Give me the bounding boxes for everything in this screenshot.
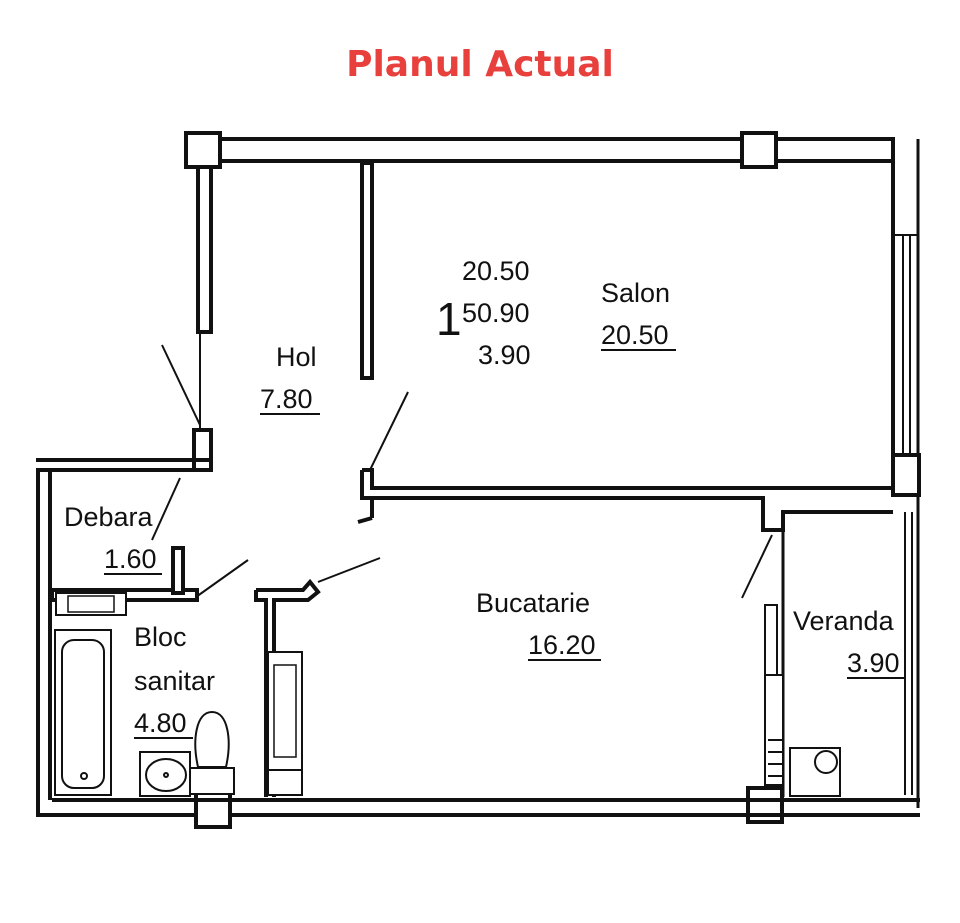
unit-value-3: 3.90 — [478, 340, 531, 370]
veranda-walls — [764, 495, 920, 808]
room-name: Hol — [276, 342, 317, 372]
room-area: 20.50 — [601, 320, 669, 350]
room-area: 4.80 — [134, 708, 187, 738]
pillar-right — [891, 453, 921, 497]
veranda-steps-icon — [768, 739, 783, 777]
room-bloc-sanitar: Bloc sanitar 4.80 — [134, 622, 215, 739]
plan-title: Planul Actual — [346, 44, 614, 85]
room-area: 7.80 — [260, 384, 313, 414]
room-veranda: Veranda 3.90 — [793, 606, 904, 679]
room-area: 3.90 — [847, 648, 900, 678]
unit-summary: 1 20.50 50.90 3.90 — [436, 256, 531, 370]
bath-kitchen-wall — [254, 578, 321, 797]
hol-salon-partition — [360, 161, 374, 380]
salon-kitchen-wall — [357, 468, 893, 532]
room-name: Debara — [64, 502, 154, 532]
toilet-icon — [189, 710, 235, 795]
room-name: Bucatarie — [476, 588, 590, 618]
room-area: 16.20 — [528, 630, 596, 660]
top-wall — [201, 137, 895, 163]
room-name-line2: sanitar — [134, 666, 215, 696]
sink-icon — [139, 751, 191, 797]
bathtub-icon — [54, 629, 112, 796]
washer-icon — [814, 750, 838, 774]
room-debara: Debara 1.60 — [64, 502, 162, 575]
unit-value-2: 50.90 — [462, 298, 530, 328]
door-swings — [151, 344, 773, 599]
unit-value-1: 20.50 — [462, 256, 530, 286]
pillar-top-mid — [740, 131, 778, 169]
room-hol: Hol 7.80 — [260, 342, 320, 415]
left-outer-wall — [36, 458, 211, 817]
hol-left-wall — [192, 165, 213, 472]
room-bucatarie: Bucatarie 16.20 — [476, 588, 601, 661]
room-name: Salon — [601, 278, 670, 308]
right-wall-upper — [891, 139, 920, 455]
room-area: 1.60 — [104, 544, 157, 574]
bottom-wall — [52, 798, 920, 817]
room-salon: Salon 20.50 — [601, 278, 676, 351]
room-name-line1: Bloc — [134, 622, 187, 652]
debara-partition — [50, 546, 199, 616]
pillar-top-left — [184, 131, 222, 169]
room-name: Veranda — [793, 606, 895, 636]
unit-number: 1 — [436, 293, 462, 345]
